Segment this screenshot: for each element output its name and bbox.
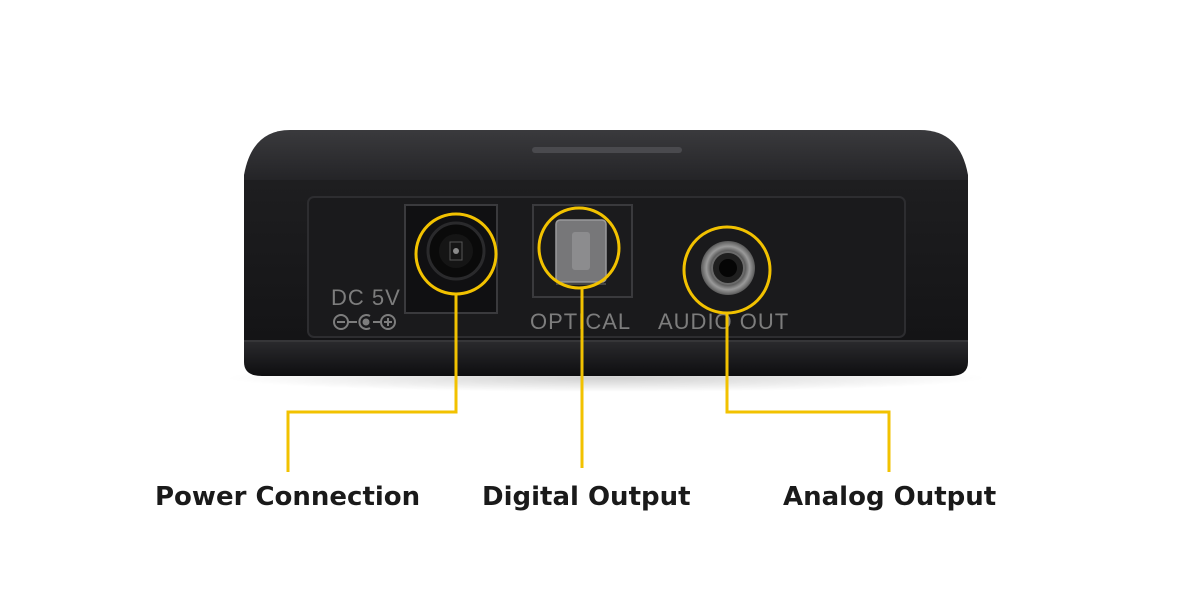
top-logo-mark <box>532 147 682 153</box>
power-leader-line <box>286 294 458 472</box>
optical-shutter-center <box>572 232 590 270</box>
analog-leader-line <box>725 313 891 472</box>
dc-jack-pin-highlight <box>449 241 463 261</box>
device-top <box>244 130 968 185</box>
callout-lines <box>286 206 891 472</box>
digital-output-label: Digital Output <box>482 482 691 512</box>
power-connection-label: Power Connection <box>155 482 421 512</box>
dc-polarity-icon <box>333 314 396 330</box>
dc-label: DC 5V <box>331 285 401 310</box>
analog-output-label: Analog Output <box>783 482 997 512</box>
analog-audio-jack[interactable] <box>701 241 755 295</box>
digital-callout-circle <box>537 206 621 290</box>
analog-jack-hole <box>719 259 737 277</box>
device-base <box>244 340 968 376</box>
dc-jack-pin <box>453 248 459 254</box>
optical-port[interactable] <box>532 204 633 298</box>
optical-label: OPTICAL <box>530 309 631 334</box>
dc-power-jack[interactable] <box>404 204 498 314</box>
